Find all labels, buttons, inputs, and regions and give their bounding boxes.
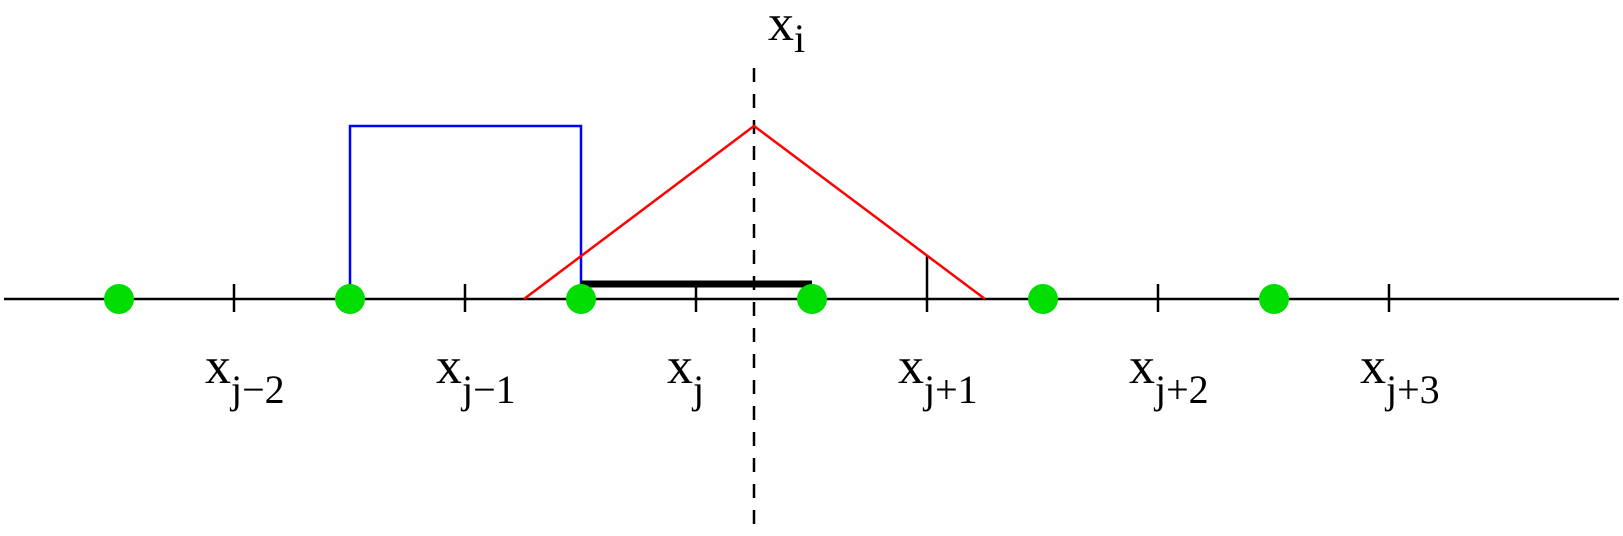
label-j-plus-1-base: x bbox=[898, 338, 924, 395]
node-4 bbox=[797, 284, 827, 314]
label-j-plus-1: xj+1 bbox=[898, 338, 978, 412]
label-xi-base: x bbox=[768, 0, 794, 52]
label-j-minus-1-sub: j−1 bbox=[460, 367, 516, 412]
label-j-minus-1-base: x bbox=[436, 338, 462, 395]
label-j-sub: j bbox=[691, 367, 704, 412]
node-1 bbox=[104, 284, 134, 314]
node-5 bbox=[1028, 284, 1058, 314]
label-j-minus-1: xj−1 bbox=[436, 338, 516, 412]
label-j-minus-2: xj−2 bbox=[205, 338, 285, 412]
label-j-base: x bbox=[667, 338, 693, 395]
node-6 bbox=[1259, 284, 1289, 314]
label-j-plus-1-sub: j+1 bbox=[922, 367, 978, 412]
label-j-minus-2-base: x bbox=[205, 338, 231, 395]
hat-function bbox=[523, 124, 986, 301]
label-j-plus-2-base: x bbox=[1129, 338, 1155, 395]
label-j: xj bbox=[667, 338, 704, 412]
label-j-plus-2-sub: j+2 bbox=[1153, 367, 1209, 412]
node-2 bbox=[335, 284, 365, 314]
label-xi: xi bbox=[768, 0, 805, 61]
label-j-plus-3-sub: j+3 bbox=[1384, 367, 1440, 412]
label-j-plus-2: xj+2 bbox=[1129, 338, 1209, 412]
label-xi-sub: i bbox=[794, 16, 805, 61]
label-j-minus-2-sub: j−2 bbox=[229, 367, 285, 412]
node-3 bbox=[566, 284, 596, 314]
box-function bbox=[348, 124, 583, 299]
label-j-plus-3: xj+3 bbox=[1360, 338, 1440, 412]
label-j-plus-3-base: x bbox=[1360, 338, 1386, 395]
